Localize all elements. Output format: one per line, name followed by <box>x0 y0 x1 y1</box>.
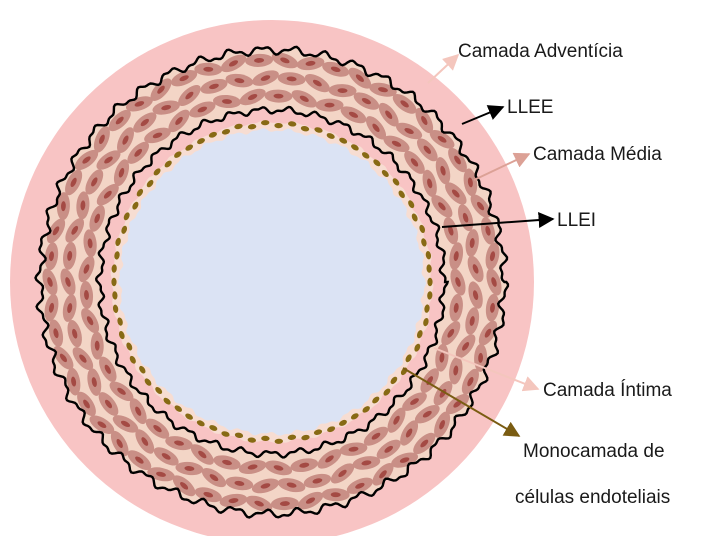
label-camada-intima: Camada Íntima <box>543 380 672 401</box>
label-camada-media: Camada Média <box>533 144 662 165</box>
muscle-cell <box>316 99 344 112</box>
endothelial-cell <box>111 278 116 286</box>
label-camada-adventicia: Camada Adventícia <box>458 41 623 62</box>
label-llei: LLEI <box>557 210 596 231</box>
arrow-adventicia <box>428 55 458 83</box>
label-llee: LLEE <box>507 97 553 118</box>
label-celulas-endoteliais: células endoteliais <box>515 487 670 508</box>
endothelial-cell <box>427 278 432 286</box>
label-monocamada: Monocamada de <box>523 441 665 462</box>
